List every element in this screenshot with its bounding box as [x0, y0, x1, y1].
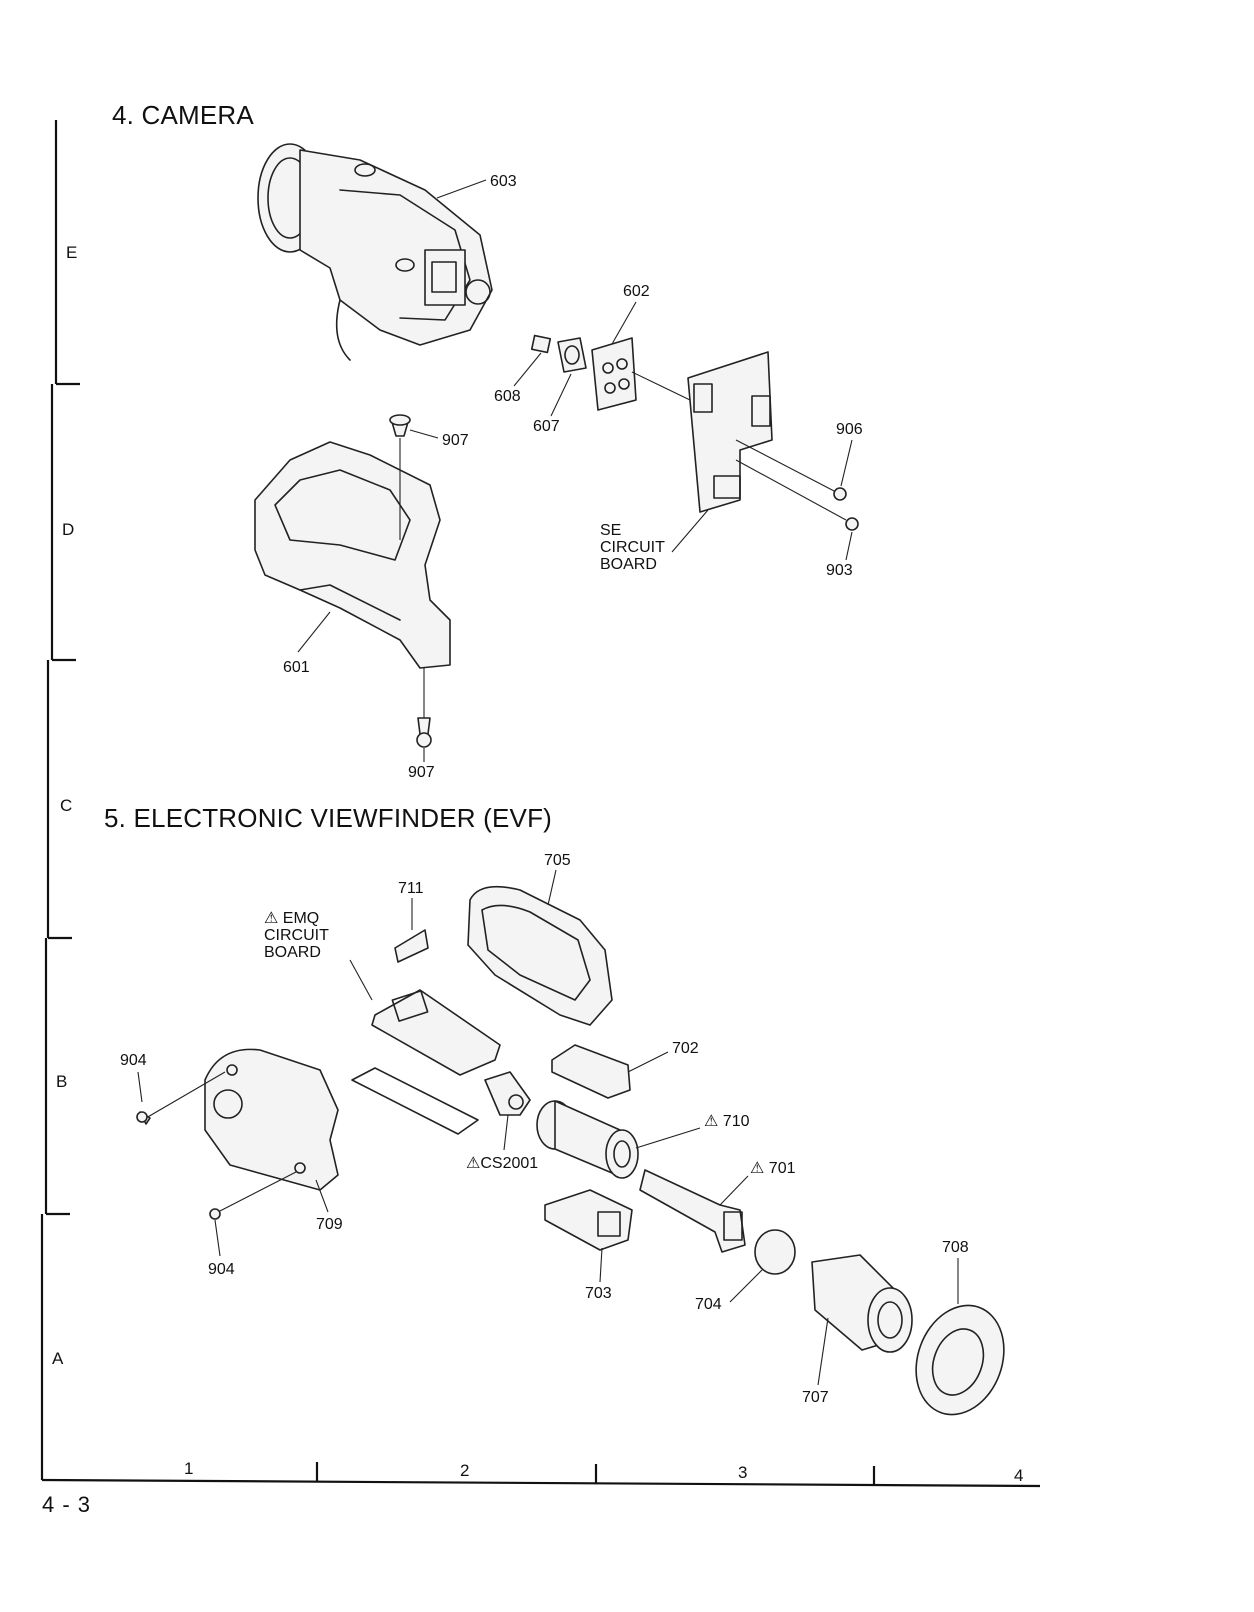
part-607	[558, 338, 586, 372]
screw-907-bottom	[418, 718, 430, 734]
se-circuit-board	[688, 352, 772, 512]
zone-label-b: B	[56, 1072, 67, 1092]
evf-housing-709	[205, 1049, 338, 1190]
lens-704	[755, 1230, 795, 1274]
zone-label-c: C	[60, 796, 72, 816]
callout-601: 601	[283, 659, 310, 676]
callout-708: 708	[942, 1239, 969, 1256]
section-title-evf: 5. ELECTRONIC VIEWFINDER (EVF)	[104, 803, 552, 834]
part-703	[545, 1190, 632, 1250]
callout-602: 602	[623, 283, 650, 300]
callout-904-bottom: 904	[208, 1261, 235, 1278]
callout-906: 906	[836, 421, 863, 438]
screw-903	[846, 518, 858, 530]
callout-704: 704	[695, 1296, 722, 1313]
callout-907-bottom: 907	[408, 764, 435, 781]
callout-702: 702	[672, 1040, 699, 1057]
zone-label-a: A	[52, 1349, 63, 1369]
column-label-2: 2	[460, 1461, 469, 1481]
eyecup-708	[901, 1293, 1018, 1427]
camera-frame-601	[255, 442, 450, 668]
part-711	[395, 930, 428, 962]
callout-608: 608	[494, 388, 521, 405]
zone-label-e: E	[66, 243, 77, 263]
callout-cs2001: ⚠CS2001	[466, 1155, 538, 1172]
callout-709: 709	[316, 1216, 343, 1233]
callout-603: 603	[490, 173, 517, 190]
screw-906	[834, 488, 846, 500]
page-number: 4 - 3	[42, 1492, 91, 1518]
part-702	[552, 1045, 630, 1098]
film-sheet	[352, 1068, 478, 1134]
callout-903: 903	[826, 562, 853, 579]
callout-705: 705	[544, 852, 571, 869]
callout-607: 607	[533, 418, 560, 435]
zone-label-d: D	[62, 520, 74, 540]
column-label-4: 4	[1014, 1466, 1023, 1486]
part-608	[532, 335, 551, 352]
callout-701: ⚠ 701	[750, 1160, 795, 1177]
section-title-camera: 4. CAMERA	[112, 100, 254, 131]
callout-se-circuit-board: SE CIRCUIT BOARD	[600, 522, 665, 573]
camera-block-603	[258, 144, 492, 360]
connector-cs2001	[485, 1072, 530, 1115]
callout-703: 703	[585, 1285, 612, 1302]
screw-904-bottom	[210, 1209, 220, 1219]
callout-904-top: 904	[120, 1052, 147, 1069]
part-602	[592, 338, 636, 410]
callout-711: 711	[398, 880, 424, 897]
callout-907-top: 907	[442, 432, 469, 449]
emq-circuit-board	[372, 990, 500, 1075]
column-label-1: 1	[184, 1459, 193, 1479]
callout-707: 707	[802, 1389, 829, 1406]
callout-emq-circuit-board: ⚠ EMQ CIRCUIT BOARD	[264, 910, 329, 961]
column-label-3: 3	[738, 1463, 747, 1483]
callout-710: ⚠ 710	[704, 1113, 749, 1130]
